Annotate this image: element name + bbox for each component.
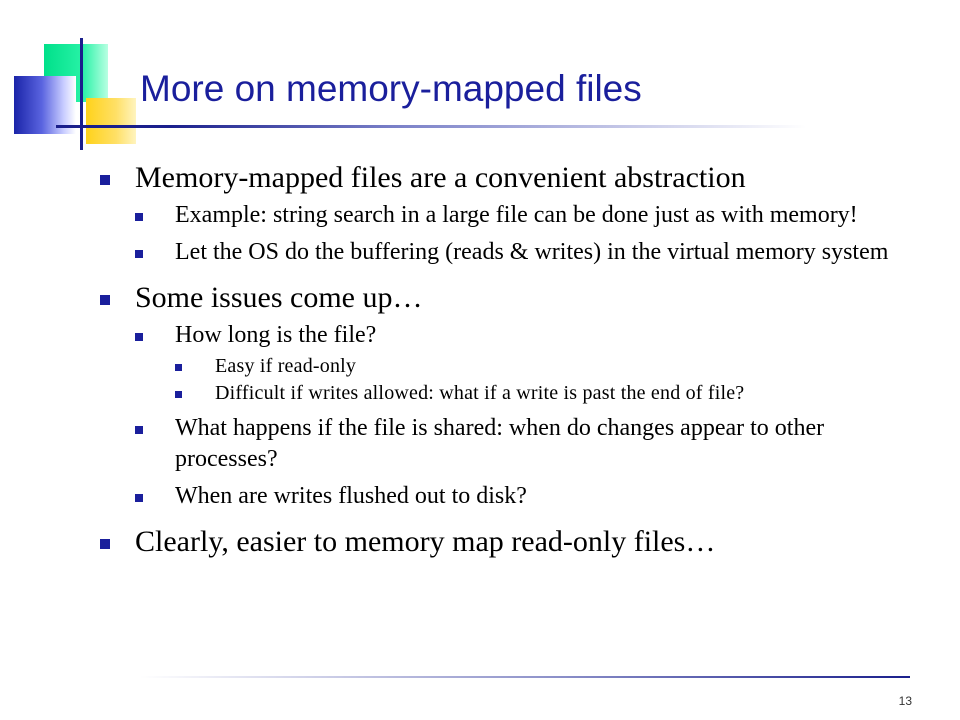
bullet-item: Memory-mapped files are a convenient abs… [100,160,930,268]
sub-sub-bullet-text: Difficult if writes allowed: what if a w… [215,382,745,404]
sub-bullet-text: When are writes flushed out to disk? [175,483,527,509]
square-bullet-icon [100,539,110,549]
bullet-item: Clearly, easier to memory map read-only … [100,524,930,560]
square-bullet-icon [100,175,110,185]
square-bullet-icon [135,494,143,502]
sub-bullet-text: Let the OS do the buffering (reads & wri… [175,239,889,265]
sub-bullet-item: How long is the file? Easy if read-only … [135,320,930,407]
sub-sub-bullet-list: Easy if read-only Difficult if writes al… [175,353,930,407]
yellow-square-decoration [86,98,136,144]
page-number: 13 [898,694,912,708]
sub-bullet-item: Example: string search in a large file c… [135,200,930,231]
bullet-item: Some issues come up… How long is the fil… [100,280,930,512]
bullet-text: Memory-mapped files are a convenient abs… [135,161,746,194]
sub-sub-bullet-item: Difficult if writes allowed: what if a w… [175,380,930,407]
sub-sub-bullet-item: Easy if read-only [175,353,930,380]
square-bullet-icon [135,250,143,258]
square-bullet-icon [175,364,182,371]
footer-line [140,676,910,678]
square-bullet-icon [135,213,143,221]
slide-content: Memory-mapped files are a convenient abs… [100,160,930,560]
square-bullet-icon [175,391,182,398]
sub-bullet-list: How long is the file? Easy if read-only … [135,320,930,512]
sub-bullet-text: Example: string search in a large file c… [175,202,858,228]
square-bullet-icon [135,333,143,341]
sub-bullet-item: Let the OS do the buffering (reads & wri… [135,237,930,268]
bullet-list: Memory-mapped files are a convenient abs… [100,160,930,560]
title-underline [56,125,806,128]
sub-bullet-text: How long is the file? [175,322,377,348]
sub-bullet-item: When are writes flushed out to disk? [135,481,930,512]
sub-bullet-text: What happens if the file is shared: when… [175,415,825,472]
slide-title: More on memory-mapped files [140,68,642,109]
square-bullet-icon [135,426,143,434]
square-bullet-icon [100,295,110,305]
blue-square-decoration [14,76,76,134]
bullet-text: Clearly, easier to memory map read-only … [135,525,716,558]
sub-bullet-list: Example: string search in a large file c… [135,200,930,268]
logo-vertical-line [80,38,83,150]
sub-bullet-item: What happens if the file is shared: when… [135,413,930,475]
sub-sub-bullet-text: Easy if read-only [215,355,357,377]
decorative-logo [0,0,200,170]
bullet-text: Some issues come up… [135,281,423,314]
